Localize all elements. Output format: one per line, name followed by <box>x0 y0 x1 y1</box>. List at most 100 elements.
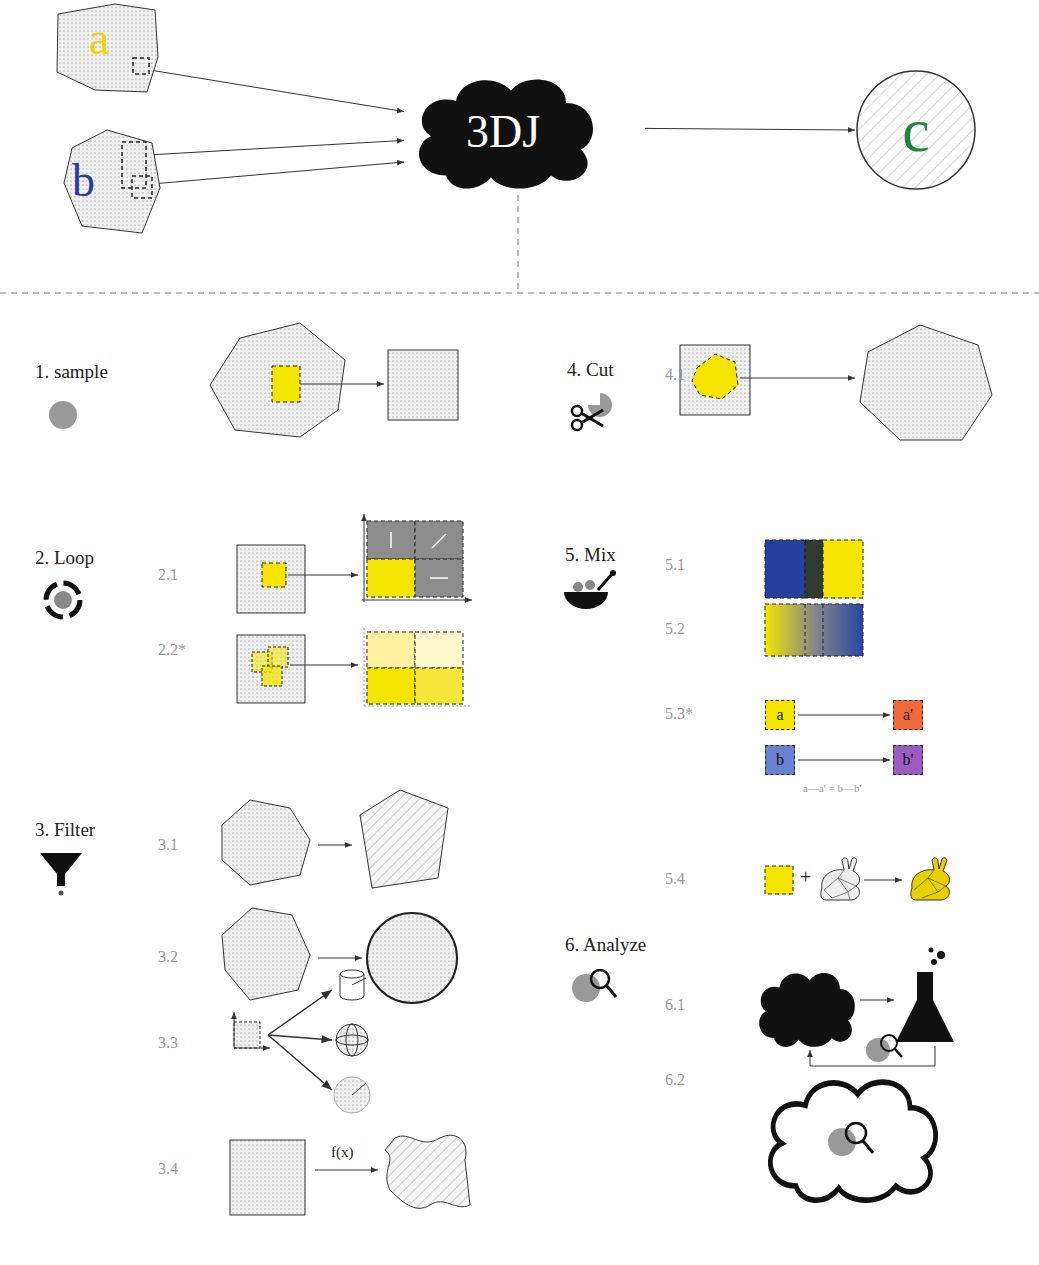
analyze-figure <box>881 1035 897 1051</box>
loop-figure <box>290 665 358 666</box>
filter-figure <box>222 800 310 885</box>
mix-figure <box>914 870 946 898</box>
mix-figure <box>821 858 860 900</box>
filter-figure <box>230 1140 305 1215</box>
cut-figure <box>572 420 582 430</box>
mix-figure <box>765 604 863 656</box>
cut-figure <box>692 354 738 399</box>
callout-number: 6.1 <box>665 996 685 1014</box>
callout-number: 5.3* <box>665 705 693 723</box>
step-label: + <box>800 866 811 888</box>
filter-figure <box>59 891 64 896</box>
loop-figure <box>432 534 446 548</box>
step-label: 1. sample <box>35 362 108 383</box>
connector-arrow <box>139 68 404 111</box>
callout-number: 4.1 <box>665 366 685 384</box>
output-circle: c <box>855 69 977 191</box>
loop-figure <box>430 577 448 579</box>
mix-figure <box>610 570 616 576</box>
node-text: b' <box>903 752 914 768</box>
callout-number: 5.1 <box>665 556 685 574</box>
mix-figure <box>824 870 856 900</box>
connector-arrow <box>147 140 404 155</box>
cut-figure <box>581 410 603 423</box>
analyze-figure <box>895 1049 902 1057</box>
filter-figure <box>340 970 364 978</box>
loop-figure <box>415 521 463 559</box>
mix-figure <box>911 858 950 900</box>
step-label: f(x) <box>331 1144 354 1161</box>
loop-figure <box>237 545 305 613</box>
sample-figure <box>272 366 300 402</box>
mix-figure <box>823 540 863 598</box>
loop-figure <box>367 632 415 668</box>
step-label: 3. Filter <box>35 820 95 841</box>
divider <box>518 195 519 293</box>
mix-figure <box>864 880 902 881</box>
analyze-figure <box>607 986 616 997</box>
sample-source: a <box>55 2 160 94</box>
loop-figure <box>262 563 286 587</box>
divider <box>0 293 1039 294</box>
filter-figure <box>352 1083 366 1095</box>
filter-figure <box>268 1035 332 1090</box>
sample-figure <box>49 401 77 429</box>
cut-figure <box>740 378 855 379</box>
filter-figure <box>340 996 364 1000</box>
step-label: 2. Loop <box>35 548 94 569</box>
analyze-figure <box>591 970 609 988</box>
filter-figure <box>367 913 457 1003</box>
loop-figure <box>46 583 80 617</box>
callout-number: 2.1 <box>158 566 178 584</box>
callout-number: 2.2* <box>158 641 186 659</box>
analyze-figure <box>863 1141 873 1153</box>
connector-arrow <box>798 715 890 716</box>
cut-figure <box>860 325 992 440</box>
filter-figure <box>234 1048 270 1049</box>
node-text: 3DJ <box>466 109 540 155</box>
loop-figure <box>367 559 415 597</box>
sample-source-outline <box>64 130 160 233</box>
mix-figure <box>823 604 824 656</box>
sample-source: b <box>62 128 162 236</box>
loop-figure <box>237 635 305 703</box>
mix-figure <box>805 540 823 598</box>
callout-number: 6.2 <box>665 1071 685 1089</box>
step-label: 5. Mix <box>565 545 616 566</box>
sample-source-outline <box>122 142 146 188</box>
cut-figure <box>680 345 750 415</box>
sample-figure <box>210 323 345 437</box>
filter-figure <box>40 853 82 886</box>
mix-figure <box>564 540 950 900</box>
filter-figure <box>346 1024 358 1056</box>
filter-figure <box>334 1077 370 1113</box>
filter-figure <box>268 990 332 1035</box>
loop-figure <box>364 514 365 602</box>
sample-figure <box>388 350 458 420</box>
node-text: b <box>776 752 784 768</box>
filter-figure <box>318 958 362 959</box>
filter-figure <box>318 845 352 846</box>
cut-figure <box>572 406 582 416</box>
filter-figure <box>234 1022 260 1048</box>
filter-figure <box>40 790 470 1215</box>
loop-figure <box>364 706 472 707</box>
filter-figure <box>364 974 365 996</box>
mix-figure <box>585 580 595 590</box>
sample-source-outline <box>133 58 149 74</box>
mix-figure <box>821 858 860 900</box>
filter-figure <box>268 1035 332 1040</box>
callout-number: 5.4 <box>665 870 685 888</box>
loop-figure <box>288 575 358 576</box>
mix-figure <box>598 574 612 590</box>
mix-figure <box>765 866 793 894</box>
node-text: a <box>776 707 783 723</box>
process-cloud: 3DJ <box>406 72 600 192</box>
mix-figure <box>765 540 805 598</box>
node-text: c <box>902 99 930 161</box>
analyze-figure <box>759 973 855 1047</box>
callout-number: 3.4 <box>158 1160 178 1178</box>
analyze-figure <box>572 948 954 1201</box>
loop-figure <box>391 532 448 578</box>
